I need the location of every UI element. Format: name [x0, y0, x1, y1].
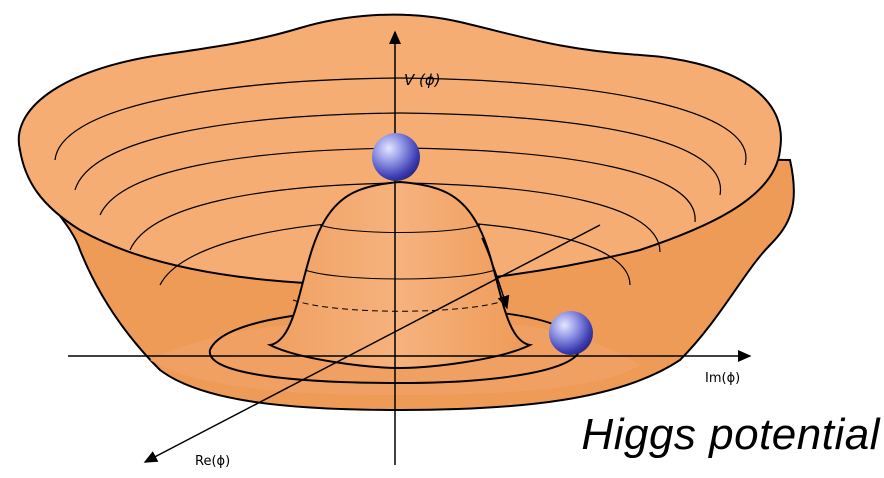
hump-contours — [292, 224, 508, 312]
re-axis-label: Re(ϕ) — [195, 454, 230, 469]
ball-bottom — [549, 311, 593, 355]
ball-top — [372, 133, 420, 181]
diagram-caption: Higgs potential — [581, 410, 880, 459]
roll-arrow — [481, 237, 510, 310]
re-axis — [143, 224, 601, 463]
im-axis-label: Im(ϕ) — [705, 371, 740, 386]
vertical-axis-label: V (ϕ) — [404, 71, 441, 89]
axes — [68, 30, 752, 465]
